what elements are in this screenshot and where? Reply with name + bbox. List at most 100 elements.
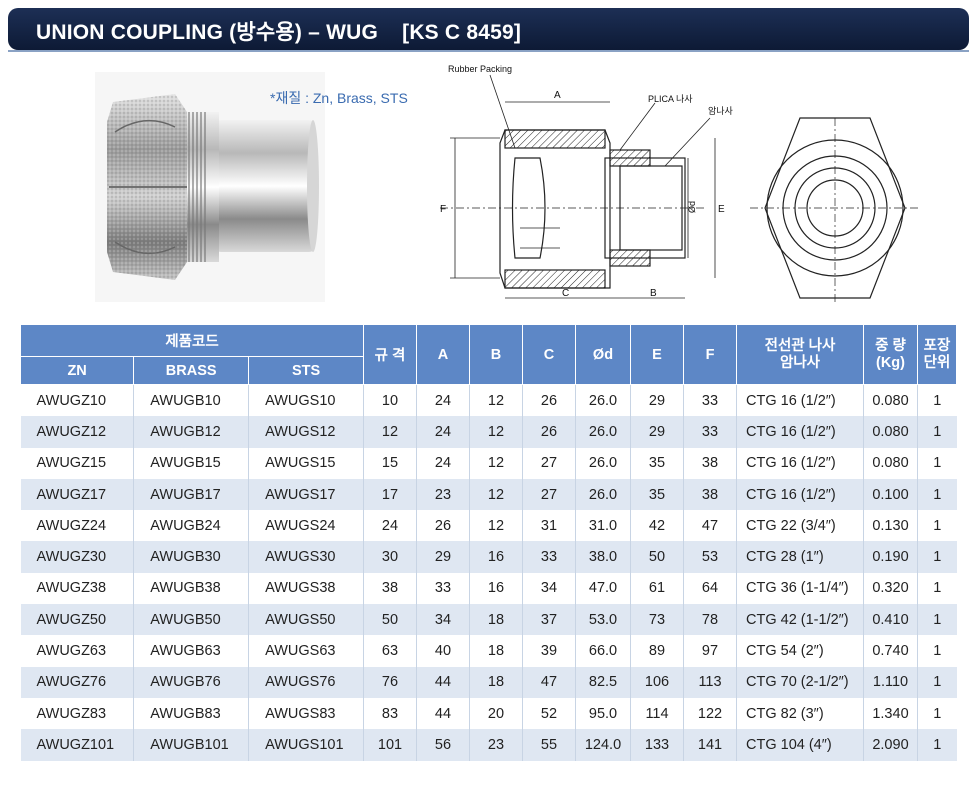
cell-thread: CTG 54 (2″) [736, 635, 864, 667]
header-sts: STS [248, 356, 364, 385]
cell-dim-f: 141 [683, 729, 737, 761]
cell-dim-e: 133 [630, 729, 684, 761]
header-product-code: 제품코드 [20, 324, 364, 357]
cell-code-sts: AWUGS17 [248, 478, 364, 511]
cell-code-brass: AWUGB50 [133, 604, 250, 636]
cell-weight: 2.090 [863, 729, 918, 761]
cell-dim-e: 50 [630, 541, 684, 573]
cell-weight: 0.740 [863, 635, 918, 667]
cell-thread: CTG 16 (1/2″) [736, 447, 864, 479]
cell-pack: 1 [917, 572, 957, 605]
cell-size: 50 [363, 604, 417, 636]
cell-dim-d: 82.5 [575, 666, 631, 698]
cell-size: 101 [363, 729, 417, 761]
cell-dim-c: 34 [522, 572, 576, 605]
header-d: Ød [575, 324, 631, 385]
cell-code-brass: AWUGB24 [133, 510, 250, 542]
cell-weight: 0.080 [863, 416, 918, 448]
cell-weight: 0.080 [863, 447, 918, 479]
cell-dim-a: 24 [416, 447, 470, 479]
cell-code-brass: AWUGB10 [133, 384, 250, 417]
cell-pack: 1 [917, 604, 957, 636]
cell-size: 38 [363, 572, 417, 605]
spec-table: 제품코드 규 격 A B C Ød E F 전선관 나사 암나사 중 량 (Kg… [19, 324, 957, 761]
cell-weight: 0.100 [863, 478, 918, 511]
cell-size: 15 [363, 447, 417, 479]
cell-dim-e: 29 [630, 416, 684, 448]
cell-pack: 1 [917, 416, 957, 448]
cell-dim-e: 61 [630, 572, 684, 605]
cell-weight: 0.130 [863, 510, 918, 542]
cell-code-sts: AWUGS15 [248, 447, 364, 479]
cell-dim-b: 16 [469, 572, 523, 605]
cell-thread: CTG 42 (1-1/2″) [736, 604, 864, 636]
cell-dim-a: 44 [416, 666, 470, 698]
cell-dim-b: 12 [469, 510, 523, 542]
cell-code-brass: AWUGB38 [133, 572, 250, 605]
cell-pack: 1 [917, 384, 957, 417]
cell-dim-f: 33 [683, 416, 737, 448]
cell-dim-c: 27 [522, 447, 576, 479]
cell-code-zn: AWUGZ76 [20, 666, 135, 698]
cell-dim-d: 31.0 [575, 510, 631, 542]
cell-size: 12 [363, 416, 417, 448]
cell-thread: CTG 36 (1-1/4″) [736, 572, 864, 605]
cell-dim-c: 27 [522, 478, 576, 511]
cell-thread: CTG 104 (4″) [736, 729, 864, 761]
cell-code-brass: AWUGB76 [133, 666, 250, 698]
cell-dim-f: 47 [683, 510, 737, 542]
cell-code-sts: AWUGS38 [248, 572, 364, 605]
cell-dim-a: 24 [416, 384, 470, 417]
cell-dim-b: 20 [469, 697, 523, 730]
cell-weight: 1.340 [863, 697, 918, 730]
cell-thread: CTG 82 (3″) [736, 697, 864, 730]
cell-code-brass: AWUGB17 [133, 478, 250, 511]
header-a: A [416, 324, 470, 385]
technical-drawing: Rubber Packing PLICA 나사 암나사 A C B F E Ød [440, 64, 920, 303]
cell-dim-f: 38 [683, 478, 737, 511]
cell-dim-e: 106 [630, 666, 684, 698]
cell-weight: 0.410 [863, 604, 918, 636]
cell-thread: CTG 22 (3/4″) [736, 510, 864, 542]
cell-dim-b: 18 [469, 604, 523, 636]
cell-dim-a: 26 [416, 510, 470, 542]
cell-dim-c: 26 [522, 384, 576, 417]
cell-code-zn: AWUGZ30 [20, 541, 135, 573]
cell-dim-b: 12 [469, 384, 523, 417]
cell-dim-f: 122 [683, 697, 737, 730]
header-e: E [630, 324, 684, 385]
cell-dim-f: 64 [683, 572, 737, 605]
label-rubber-packing: Rubber Packing [448, 64, 512, 74]
cell-code-sts: AWUGS50 [248, 604, 364, 636]
header-brass: BRASS [133, 356, 250, 385]
cell-dim-a: 40 [416, 635, 470, 667]
cell-thread: CTG 16 (1/2″) [736, 384, 864, 417]
cell-dim-c: 39 [522, 635, 576, 667]
header-zn: ZN [19, 356, 135, 385]
cell-dim-f: 33 [683, 384, 737, 417]
cell-dim-e: 29 [630, 384, 684, 417]
cell-code-zn: AWUGZ24 [20, 510, 135, 542]
cell-code-sts: AWUGS83 [248, 697, 364, 730]
cell-thread: CTG 16 (1/2″) [736, 478, 864, 511]
cell-code-sts: AWUGS76 [248, 666, 364, 698]
cell-code-brass: AWUGB101 [133, 729, 250, 761]
cell-code-zn: AWUGZ12 [20, 416, 135, 448]
dim-a: A [554, 90, 561, 101]
cell-dim-b: 12 [469, 447, 523, 479]
cell-code-zn: AWUGZ15 [20, 447, 135, 479]
cell-code-brass: AWUGB30 [133, 541, 250, 573]
cell-dim-b: 16 [469, 541, 523, 573]
cell-dim-f: 113 [683, 666, 737, 698]
cell-dim-d: 26.0 [575, 447, 631, 479]
cell-code-sts: AWUGS12 [248, 416, 364, 448]
cell-dim-e: 73 [630, 604, 684, 636]
cell-code-sts: AWUGS10 [248, 384, 364, 417]
cell-dim-b: 23 [469, 729, 523, 761]
cell-dim-e: 42 [630, 510, 684, 542]
label-male-thread: 암나사 [708, 105, 734, 116]
